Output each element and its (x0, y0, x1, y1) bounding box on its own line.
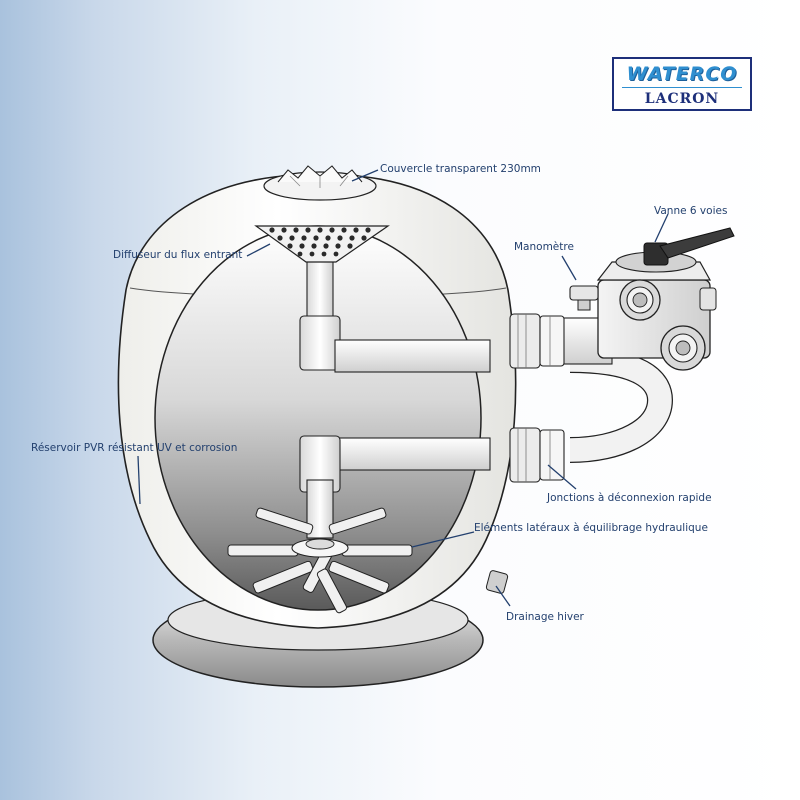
label-unions: Jonctions à déconnexion rapide (547, 492, 712, 504)
inlet-pipework (254, 225, 491, 373)
label-cover: Couvercle transparent 230mm (380, 163, 541, 175)
diffuser-holes (269, 227, 371, 257)
label-valve: Vanne 6 voies (654, 205, 728, 217)
unions (509, 313, 565, 483)
union-lower (509, 427, 565, 483)
logo-brand: WATERCO (626, 63, 738, 85)
leader-gauge (561, 255, 577, 281)
collector-pipework (299, 435, 491, 539)
leader-cover (351, 169, 379, 182)
union-upper (509, 313, 565, 369)
leader-lines (137, 169, 669, 607)
logo-model: LACRON (644, 91, 720, 107)
label-diffuser: Diffuseur du flux entrant (113, 249, 243, 261)
logo-wave (622, 87, 742, 88)
label-laterals: Eléments latéraux à équilibrage hydrauli… (474, 522, 708, 534)
leader-drain (495, 585, 511, 607)
six-way-valve (596, 227, 735, 371)
leader-valve (654, 213, 669, 243)
leader-laterals (411, 531, 475, 548)
winter-drain (485, 570, 509, 594)
leader-unions (547, 464, 577, 490)
label-drain: Drainage hiver (506, 611, 584, 623)
pressure-gauge (569, 285, 599, 311)
transparent-cover (263, 165, 377, 201)
label-tank: Réservoir PVR résistant UV et corrosion (31, 442, 238, 454)
waterco-lacron-logo: WATERCO LACRON (612, 57, 752, 111)
label-gauge: Manomètre (514, 241, 574, 253)
leader-tank (137, 455, 141, 505)
laterals-hub (227, 507, 413, 614)
leader-diffuser (246, 243, 271, 257)
